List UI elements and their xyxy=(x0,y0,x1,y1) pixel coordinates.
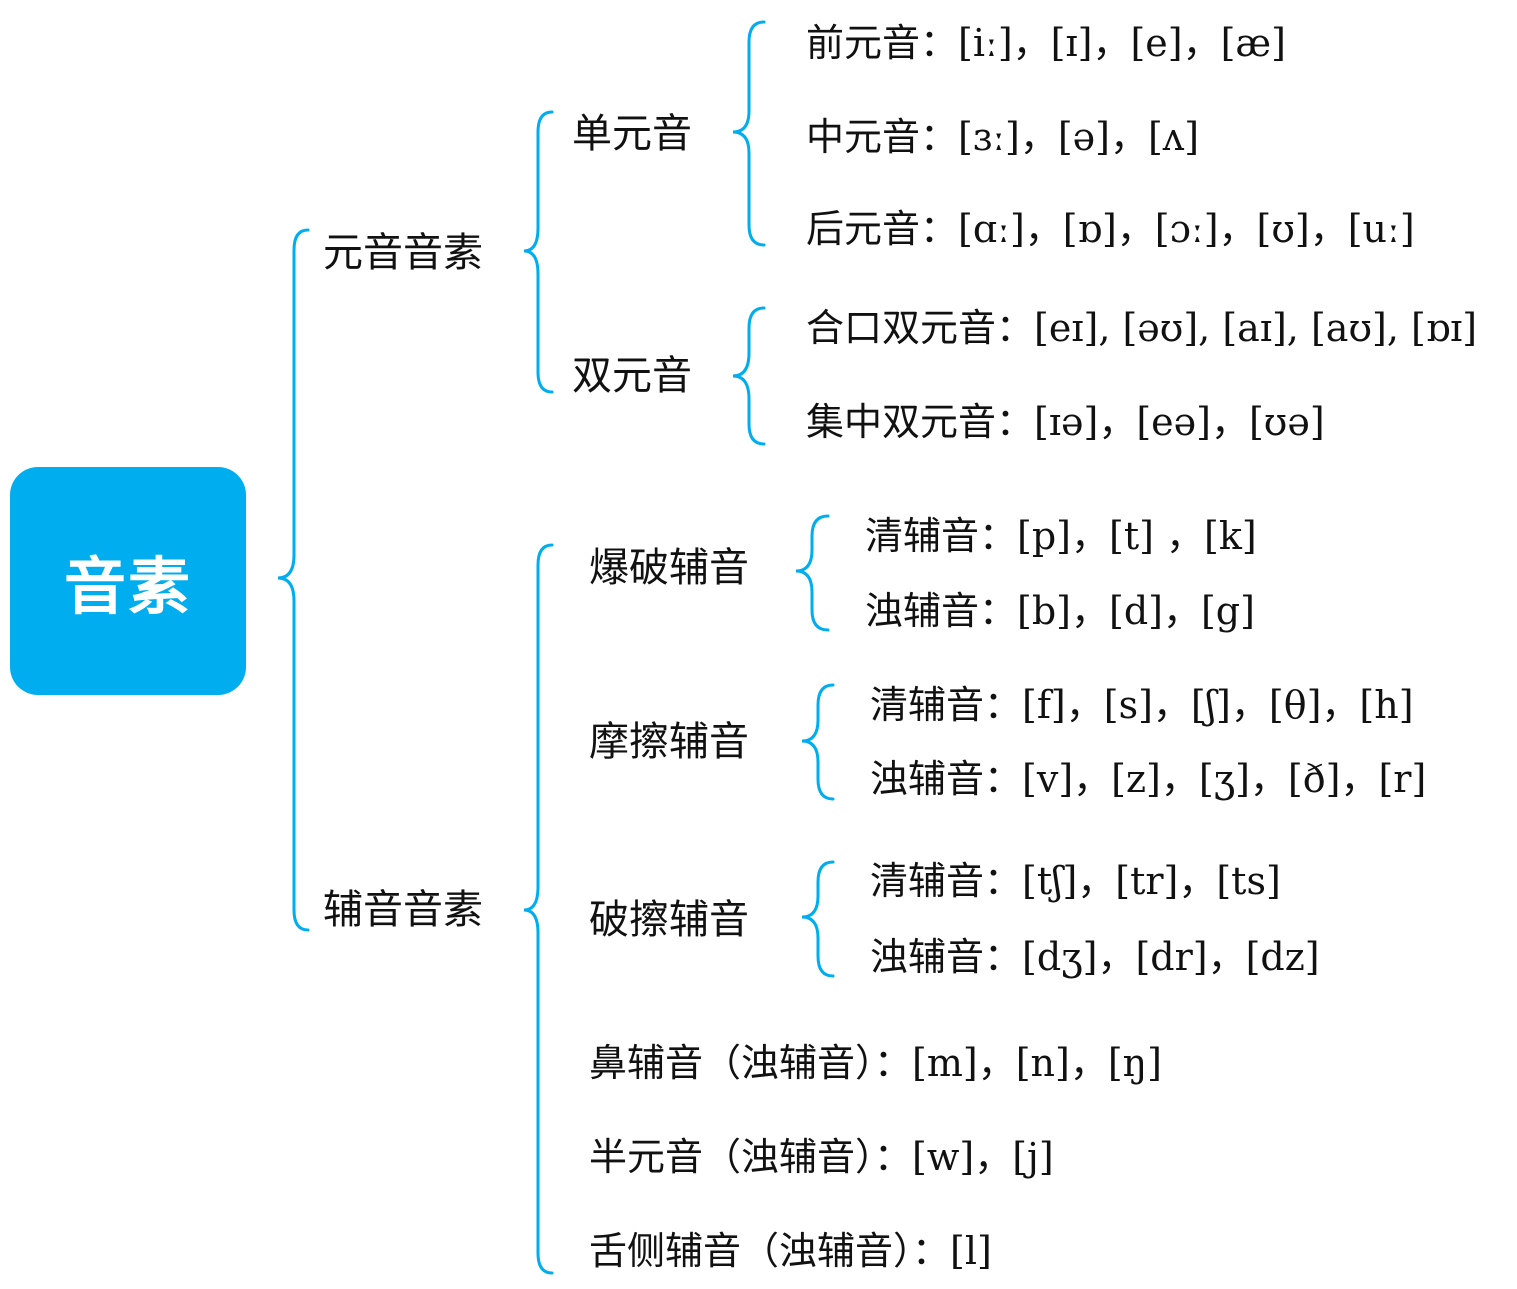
plosive-brace xyxy=(795,514,830,632)
consonant-phonemes-label: 辅音音素 xyxy=(323,887,483,933)
nasal-consonants-item: 鼻辅音（浊辅音）：[m]，[n]，[ŋ] xyxy=(589,1044,1162,1082)
voiceless-plosives-item: 清辅音：[p]，[t] ，[k] xyxy=(865,517,1257,555)
lateral-consonant-item: 舌侧辅音（浊辅音）：[l] xyxy=(589,1232,992,1270)
front-vowels-item: 前元音：[iː]，[ɪ]，[e]，[æ] xyxy=(806,24,1286,62)
voiced-affricates-sep: ： xyxy=(984,935,1023,979)
closing-diphthongs-label: 合口双元音 xyxy=(806,306,997,350)
diphthong-label: 双元音 xyxy=(572,353,692,399)
voiced-plosives-label: 浊辅音 xyxy=(865,589,980,633)
nasal-consonants-sep: ： xyxy=(874,1041,913,1085)
voiced-affricates-label: 浊辅音 xyxy=(870,935,985,979)
voiceless-plosives-label: 清辅音 xyxy=(865,514,980,558)
plosive-label: 爆破辅音 xyxy=(589,545,749,591)
root-node: 音素 xyxy=(10,467,246,695)
semivowels-label: 半元音（浊辅音） xyxy=(589,1135,875,1179)
vowel-phonemes-label: 元音音素 xyxy=(323,230,483,276)
front-vowels-sep: ： xyxy=(920,21,959,65)
closing-diphthongs-sep: ： xyxy=(996,306,1035,350)
voiceless-fricatives-item: 清辅音：[f]，[s]，[ʃ]，[θ]，[h] xyxy=(870,686,1414,724)
voiceless-fricatives-ipa: [f]，[s]，[ʃ]，[θ]，[h] xyxy=(1022,683,1414,727)
consonant-brace xyxy=(523,543,554,1275)
closing-diphthongs-ipa: [eɪ], [əʊ], [aɪ], [aʊ], [ɒɪ] xyxy=(1034,306,1478,350)
voiceless-fricatives-sep: ： xyxy=(984,683,1023,727)
centering-diphthongs-label: 集中双元音 xyxy=(806,400,997,444)
voiced-affricates-ipa: [dʒ]，[dr]，[dz] xyxy=(1022,935,1320,979)
voiceless-plosives-sep: ： xyxy=(979,514,1018,558)
voiceless-affricates-ipa: [tʃ]，[tr]，[ts] xyxy=(1022,859,1281,903)
monophthong-brace xyxy=(732,20,766,247)
voiceless-affricates-sep: ： xyxy=(984,859,1023,903)
back-vowels-ipa: [ɑː]，[ɒ]，[ɔː]，[ʊ]，[uː] xyxy=(958,207,1415,251)
back-vowels-sep: ： xyxy=(920,207,959,251)
central-vowels-item: 中元音：[ɜː]，[ə]，[ʌ] xyxy=(806,118,1199,156)
fricative-brace xyxy=(801,683,835,801)
closing-diphthongs-item: 合口双元音：[eɪ], [əʊ], [aɪ], [aʊ], [ɒɪ] xyxy=(806,309,1477,347)
monophthong-label: 单元音 xyxy=(572,111,692,157)
central-vowels-ipa: [ɜː]，[ə]，[ʌ] xyxy=(958,115,1200,159)
fricative-label: 摩擦辅音 xyxy=(589,719,749,765)
affricate-label: 破擦辅音 xyxy=(589,897,749,943)
voiced-fricatives-label: 浊辅音 xyxy=(870,757,985,801)
voiceless-affricates-label: 清辅音 xyxy=(870,859,985,903)
front-vowels-label: 前元音 xyxy=(806,21,921,65)
root-label: 音素 xyxy=(63,550,192,623)
lateral-consonant-sep: ： xyxy=(912,1229,951,1273)
lateral-consonant-ipa: [l] xyxy=(950,1229,992,1273)
back-vowels-item: 后元音：[ɑː]，[ɒ]，[ɔː]，[ʊ]，[uː] xyxy=(806,210,1415,248)
centering-diphthongs-item: 集中双元音：[ɪə]，[eə]，[ʊə] xyxy=(806,403,1325,441)
voiced-plosives-item: 浊辅音：[b]，[d]，[g] xyxy=(865,592,1255,630)
voiceless-fricatives-label: 清辅音 xyxy=(870,683,985,727)
voiceless-affricates-item: 清辅音：[tʃ]，[tr]，[ts] xyxy=(870,862,1281,900)
nasal-consonants-label: 鼻辅音（浊辅音） xyxy=(589,1041,875,1085)
back-vowels-label: 后元音 xyxy=(806,207,921,251)
vowel-brace xyxy=(523,110,554,394)
semivowels-sep: ： xyxy=(874,1135,913,1179)
affricate-brace xyxy=(801,860,835,978)
lateral-consonant-label: 舌侧辅音（浊辅音） xyxy=(589,1229,913,1273)
semivowels-item: 半元音（浊辅音）：[w]，[j] xyxy=(589,1138,1054,1176)
centering-diphthongs-sep: ： xyxy=(996,400,1035,444)
nasal-consonants-ipa: [m]，[n]，[ŋ] xyxy=(912,1041,1162,1085)
voiced-fricatives-ipa: [v]，[z]，[ʒ]，[ð]，[r] xyxy=(1022,757,1427,801)
voiceless-plosives-ipa: [p]，[t] ，[k] xyxy=(1017,514,1257,558)
central-vowels-sep: ： xyxy=(920,115,959,159)
voiced-fricatives-item: 浊辅音：[v]，[z]，[ʒ]，[ð]，[r] xyxy=(870,760,1426,798)
voiced-plosives-sep: ： xyxy=(979,589,1018,633)
voiced-affricates-item: 浊辅音：[dʒ]，[dr]，[dz] xyxy=(870,938,1320,976)
centering-diphthongs-ipa: [ɪə]，[eə]，[ʊə] xyxy=(1034,400,1325,444)
front-vowels-ipa: [iː]，[ɪ]，[e]，[æ] xyxy=(958,21,1286,65)
root-brace xyxy=(277,228,310,932)
voiced-fricatives-sep: ： xyxy=(984,757,1023,801)
diphthong-brace xyxy=(732,306,766,446)
central-vowels-label: 中元音 xyxy=(806,115,921,159)
semivowels-ipa: [w]，[j] xyxy=(912,1135,1054,1179)
voiced-plosives-ipa: [b]，[d]，[g] xyxy=(1017,589,1255,633)
